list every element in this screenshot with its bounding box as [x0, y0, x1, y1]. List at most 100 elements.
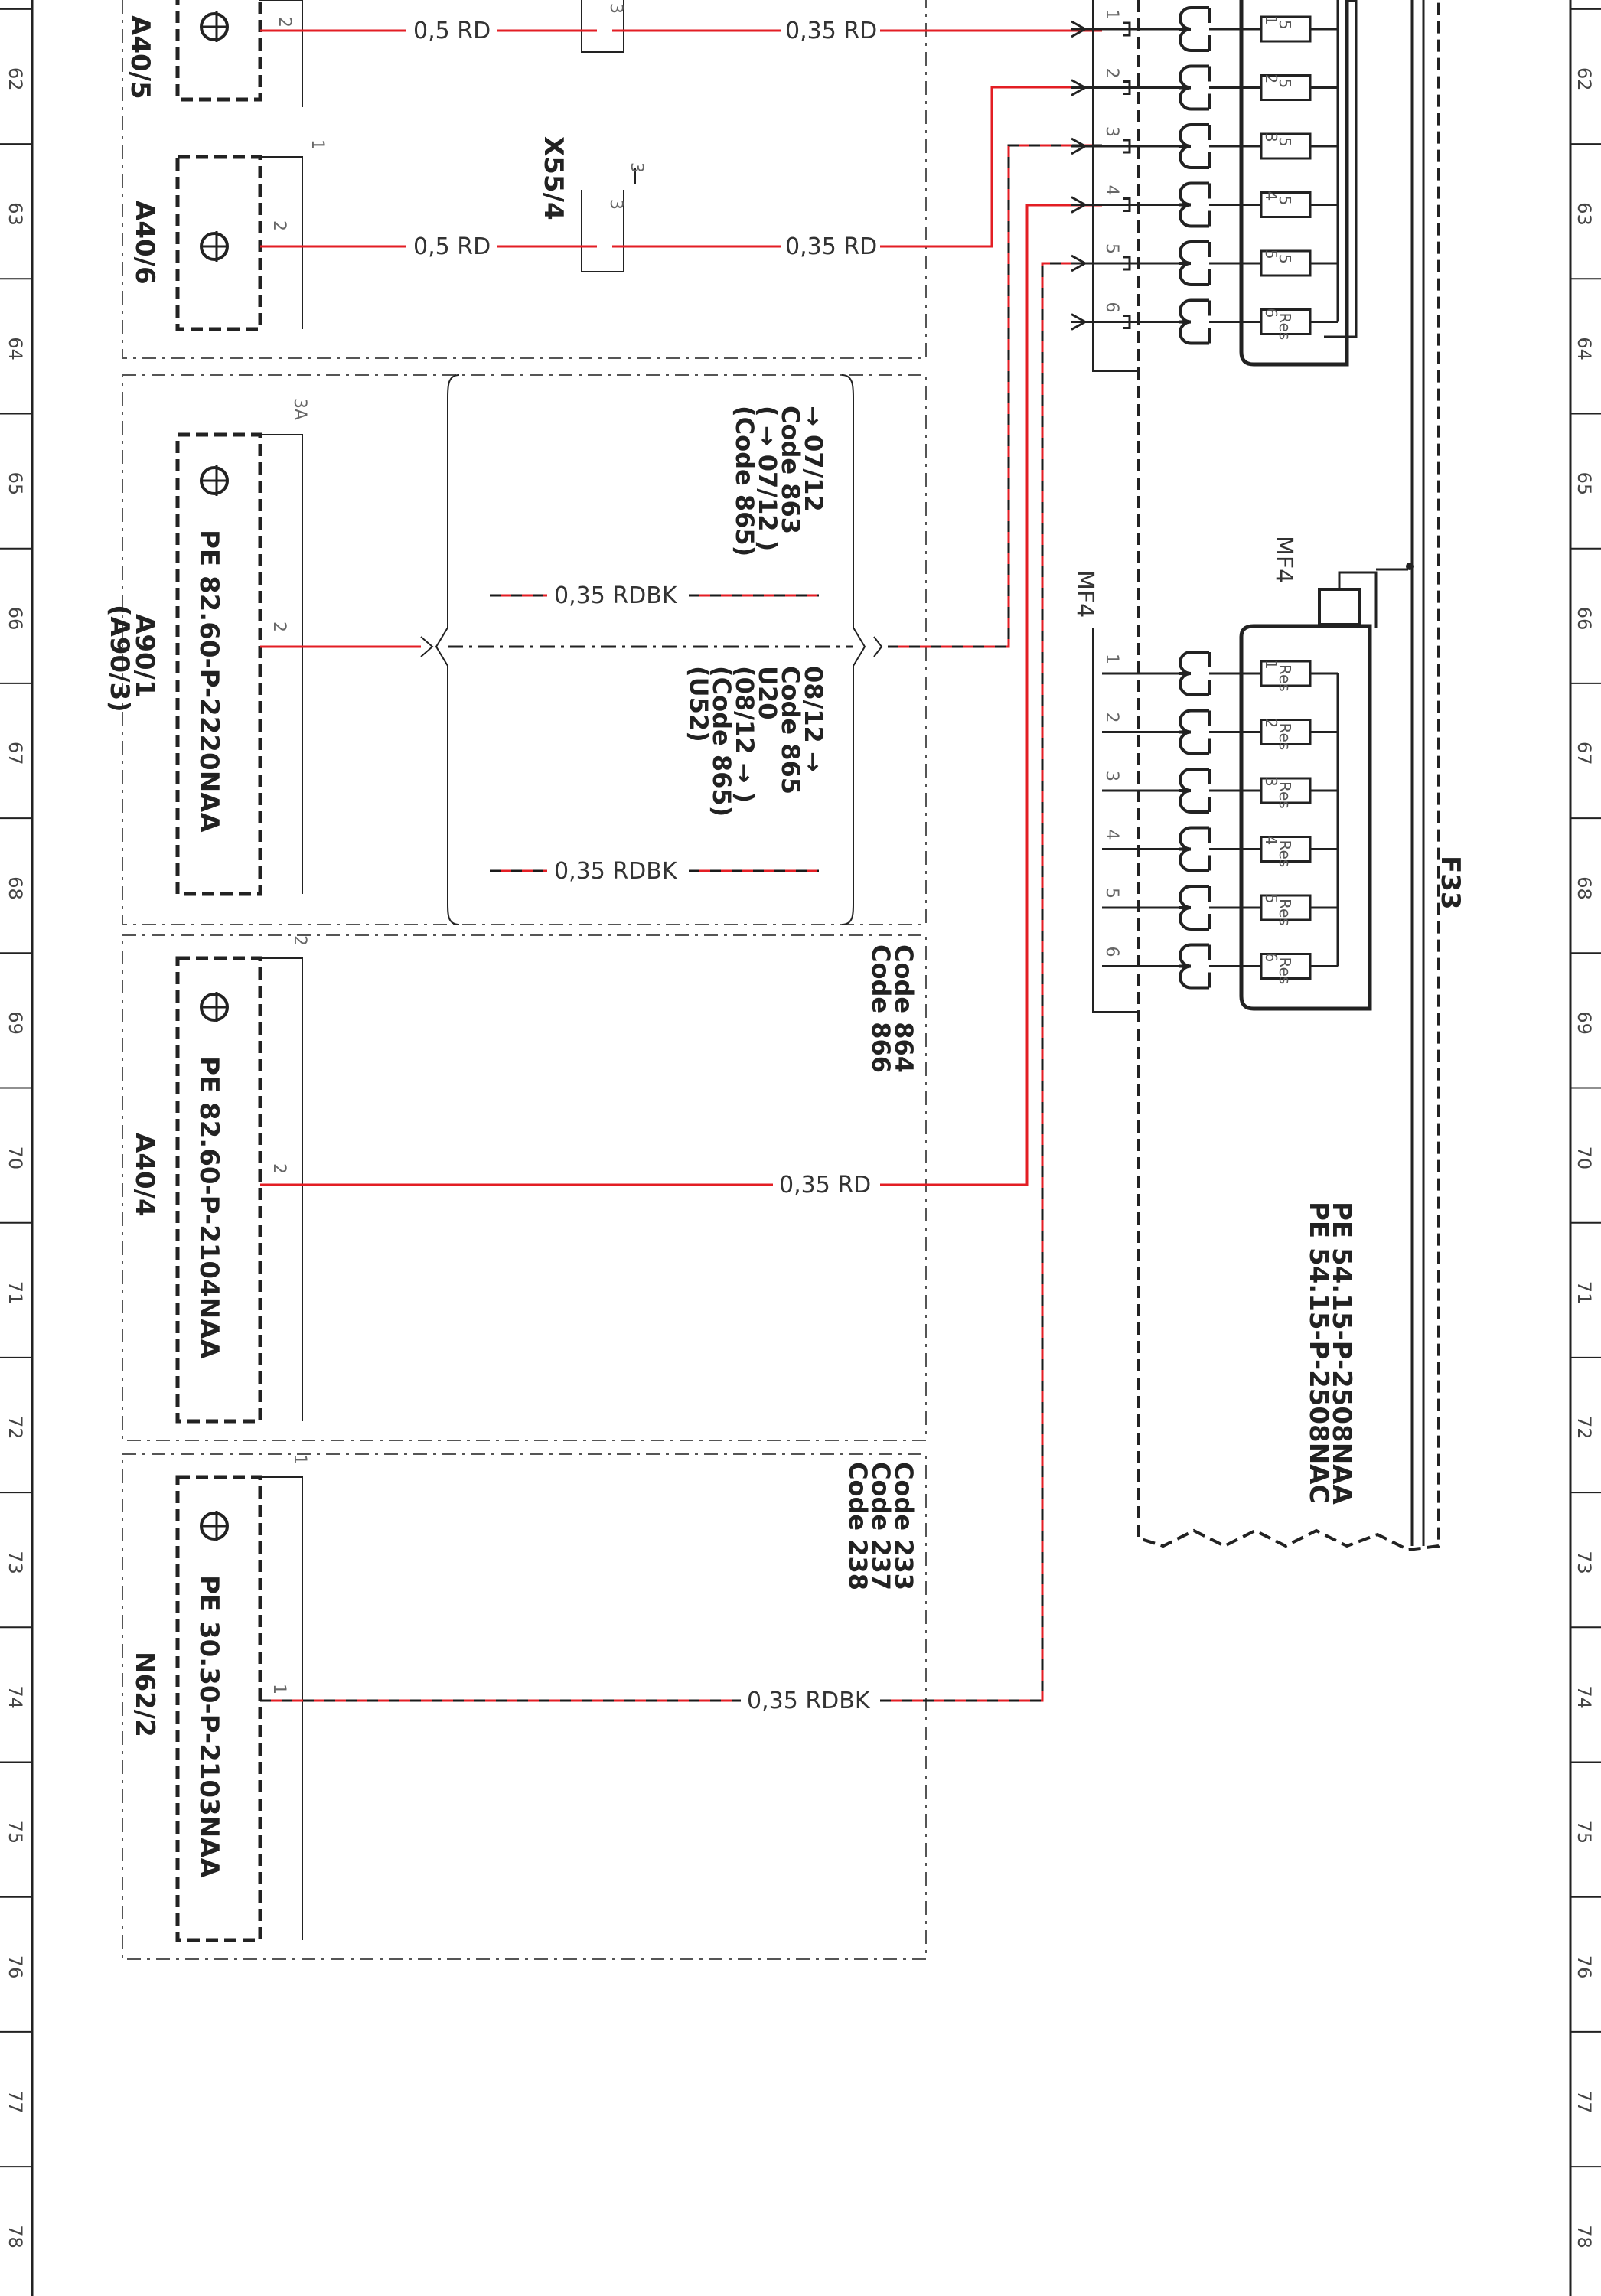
grid-label-left: 68: [5, 876, 26, 900]
fuse-row: 252: [1071, 64, 1338, 111]
grid-label-left: 63: [5, 202, 26, 226]
wire-5[interactable]: 0,35 RDBK: [260, 262, 1102, 1714]
wire-4[interactable]: 0,35 RD: [260, 204, 1102, 1199]
a40-4-code-1: Code 864: [889, 944, 918, 1073]
fuse-number: 2: [1262, 719, 1280, 729]
wire-3-label-bottom: 0,35 RDBK: [554, 858, 678, 885]
wire-2-label-right: 0,35 RD: [785, 233, 877, 260]
grid-label-left: 71: [5, 1281, 26, 1305]
variant-a-line-2: Code 863: [776, 406, 805, 534]
component-a40-6[interactable]: A40/6 1 2: [129, 139, 327, 331]
fuse-cell: [1260, 953, 1312, 980]
variant-a-line-1: → 07/12: [799, 406, 828, 512]
fuse-number: 3: [1262, 777, 1280, 787]
fuse-contact: [1179, 6, 1209, 52]
grid-label-right: 77: [1573, 2090, 1595, 2114]
grid-ticks: [0, 8, 1601, 2168]
grid-label-left: 77: [5, 2090, 26, 2114]
a90-1-alt-label: (A90/3): [104, 605, 135, 713]
variant-b-line-3: U20: [753, 666, 782, 720]
wire-2[interactable]: 0,5 RD 0,35 RD: [260, 86, 1102, 260]
a90-1-label: A90/1: [129, 614, 160, 698]
f33-pe-reference-1: PE 54.15-P-2508NAA: [1326, 1202, 1357, 1505]
f33-pe-reference-2: PE 54.15-P-2508NAC: [1303, 1202, 1334, 1503]
component-a40-4[interactable]: PE 82.60-P-2104NAA A40/4 2 2: [129, 935, 309, 1424]
fuse-value: Res: [1276, 899, 1294, 926]
fuse-pin-number: 4: [1102, 185, 1121, 196]
fuse-value: 5: [1276, 137, 1294, 147]
connector-arrow: [1071, 20, 1086, 38]
a90-1-pin-top: 3A: [290, 398, 309, 420]
fuse-pin-number: 1: [1102, 654, 1121, 664]
grid-label-right: 72: [1573, 1416, 1595, 1440]
a40-4-pin-top: 2: [290, 935, 309, 946]
grid-label-left: 66: [5, 607, 26, 631]
a40-4-label: A40/4: [129, 1133, 160, 1217]
fuse-cell: [1260, 836, 1312, 863]
fuse-number: 5: [1262, 894, 1280, 904]
grid-label-left: 73: [5, 1551, 26, 1574]
grid-label-right: 66: [1573, 607, 1595, 631]
wire-1[interactable]: 0,5 RD 0,35 RD: [260, 18, 1102, 44]
grid-label-left: 65: [5, 472, 26, 496]
component-a40-5[interactable]: A40/5 2: [125, 0, 303, 107]
component-areas: [122, 0, 927, 1960]
x55-4-label: X55/4: [538, 136, 569, 220]
fuse-contact: [1179, 651, 1209, 696]
variant-b-line-2: Code 865: [776, 666, 805, 794]
component-f33[interactable]: MF4 MF4 F33 PE 54.15-P-2508NAA PE 54.15-…: [1071, 0, 1466, 1552]
grid-label-right: 63: [1573, 202, 1595, 226]
a90-1-pe-reference: PE 82.60-P-2220NAA: [194, 530, 224, 833]
fuse-number: 4: [1262, 191, 1280, 201]
pin-bracket: [1123, 256, 1131, 271]
component-n62-2[interactable]: PE 30.30-P-2103NAA N62/2 1 1: [129, 1454, 309, 1942]
f33-mf4-label: MF4: [1270, 536, 1297, 583]
variant-b-line-6: (U52): [684, 666, 713, 742]
component-a90-1[interactable]: PE 82.60-P-2220NAA A90/1 (A90/3) 3A 2: [104, 398, 309, 896]
f33-mf4-connector-label: MF4: [1071, 570, 1098, 618]
connector-arrow: [1071, 79, 1086, 96]
pin-bracket: [1123, 139, 1131, 154]
fuse-row: 151: [1071, 6, 1338, 52]
grid-label-right: 69: [1573, 1011, 1595, 1035]
grid-label-right: 75: [1573, 1821, 1595, 1844]
fuse-contact: [1179, 768, 1209, 814]
fuse-cell: [1260, 308, 1312, 335]
grid-label-right: 68: [1573, 876, 1595, 900]
wire-3-label-top: 0,35 RDBK: [554, 582, 678, 609]
pin-bracket: [1123, 21, 1131, 37]
a40-4-pe-reference: PE 82.60-P-2104NAA: [194, 1056, 224, 1359]
grid-label-right: 73: [1573, 1551, 1595, 1574]
fuse-cell: [1260, 74, 1312, 101]
a40-6-pin: 2: [269, 220, 289, 231]
fuse-value: Res: [1276, 313, 1294, 341]
pin-bracket: [1123, 315, 1131, 329]
fuse-pin-number: 5: [1102, 243, 1121, 254]
a40-6-pin-top: 1: [308, 139, 327, 150]
grid-label-left: 75: [5, 1821, 26, 1844]
fuse-pin-number: 1: [1102, 9, 1121, 20]
grid-label-left: 69: [5, 1011, 26, 1035]
grid-label-left: 72: [5, 1416, 26, 1440]
wire-1-label-left: 0,5 RD: [413, 18, 491, 44]
fuse-contact: [1179, 885, 1209, 931]
x55-4-pin-top: 3: [627, 162, 646, 173]
connector-arrow: [1071, 254, 1086, 272]
fuse-number: 6: [1262, 953, 1280, 963]
wire-3-variants[interactable]: 0,35 RDBK 0,35 RDBK: [260, 144, 1102, 925]
a40-4-code-2: Code 866: [866, 944, 895, 1073]
fuse-cell: [1260, 894, 1312, 921]
fuse-contact: [1179, 64, 1209, 111]
grid-label-right: 74: [1573, 1685, 1595, 1709]
grid-label-left: 62: [5, 67, 26, 91]
grid-label-right: 71: [1573, 1281, 1595, 1305]
grid-label-right: 78: [1573, 2225, 1595, 2249]
